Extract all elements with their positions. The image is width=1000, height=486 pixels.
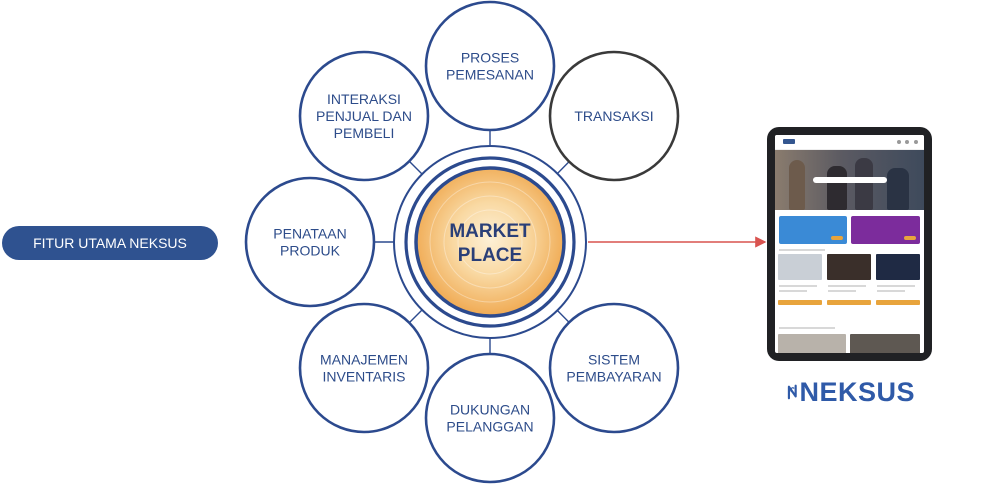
screen-bell-icon (905, 140, 909, 144)
node-circle (298, 302, 430, 434)
node-label: INTERAKSI (327, 91, 401, 107)
node-circle (548, 302, 680, 434)
node-label: DUKUNGAN (450, 402, 530, 418)
fitur-utama-label: FITUR UTAMA NEKSUS (2, 226, 218, 260)
node-circle (424, 0, 556, 132)
core-glow-ring (443, 195, 537, 289)
screen-thumb-2 (827, 254, 871, 280)
node-label: PROSES (461, 50, 519, 66)
node-label: MANAJEMEN (320, 352, 408, 368)
node-label: PENATAAN (273, 226, 346, 242)
brand-name: NEKSUS (799, 376, 915, 407)
screen-section-heading-2 (779, 327, 835, 329)
screen-insight-image-1 (778, 334, 846, 353)
screen-topbar (775, 135, 924, 150)
node-circle (298, 50, 430, 182)
screen-buy-button-1 (778, 300, 822, 305)
screen-thumb-1 (778, 254, 822, 280)
node-label: PRODUK (280, 243, 341, 259)
core-label: PLACE (458, 245, 522, 266)
node-label: PEMESANAN (446, 67, 534, 83)
screen-plan-card-2 (851, 216, 920, 244)
tablet-mockup (767, 127, 932, 361)
screen-buy-button-3 (876, 300, 920, 305)
screen-thumb-3 (876, 254, 920, 280)
node-circle (424, 352, 556, 484)
core-disc (414, 166, 566, 318)
screen-plan-card-1 (779, 216, 847, 244)
core-glow-ring (429, 181, 551, 303)
core-label: MARKET (449, 221, 531, 242)
node-label: PEMBELI (334, 125, 395, 141)
neksus-logo: NEKSUS (787, 372, 915, 412)
node-circle (548, 50, 680, 182)
node-label: SISTEM (588, 352, 640, 368)
node-transaksi: TRANSAKSI (548, 50, 680, 182)
screen-buy-button-2 (827, 300, 871, 305)
core-glow-ring (457, 209, 523, 275)
node-circle (244, 176, 376, 308)
node-label: TRANSAKSI (574, 108, 653, 124)
node-label: PELANGGAN (446, 419, 533, 435)
screen-section-heading (779, 249, 825, 251)
node-label: PENJUAL DAN (316, 108, 412, 124)
screen-insight-image-2 (850, 334, 920, 353)
node-label: PEMBAYARAN (566, 369, 661, 385)
neksus-logo-icon (787, 384, 797, 400)
screen-cart-icon (897, 140, 901, 144)
screen-avatar-icon (914, 140, 918, 144)
marketplace-core: MARKET PLACE (404, 156, 576, 328)
tablet-screen (775, 135, 924, 353)
screen-search-bar (813, 177, 887, 183)
screen-logo-icon (783, 139, 795, 144)
node-label: INVENTARIS (323, 369, 406, 385)
